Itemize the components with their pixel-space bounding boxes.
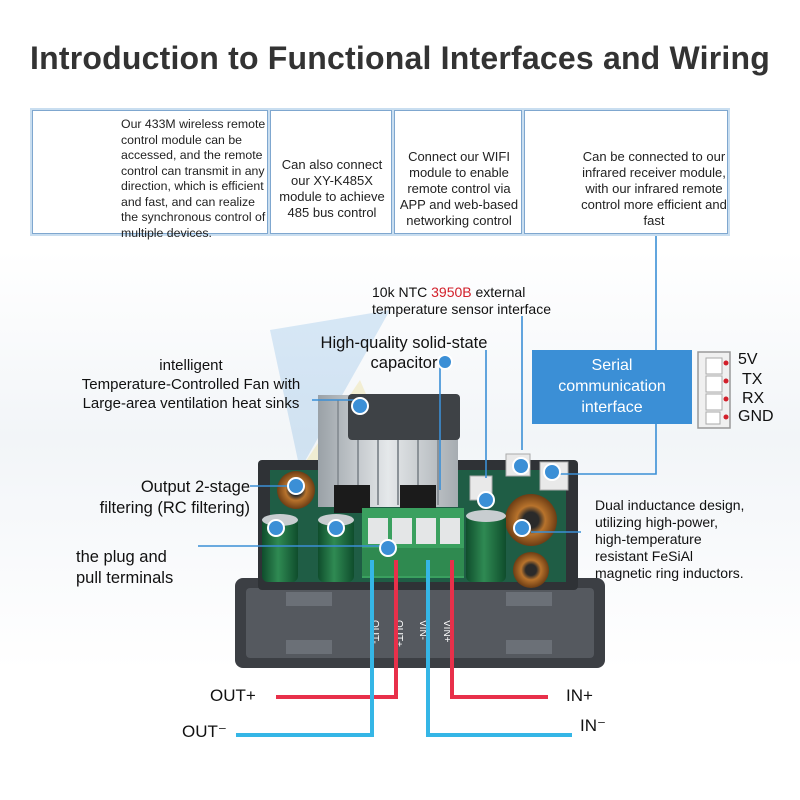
cooling-fan <box>348 394 460 440</box>
serial-connector <box>697 351 731 429</box>
terminal-marks: OUT- OUT+ VIN- VIN+ <box>369 620 452 647</box>
filter-label: Output 2-stage filtering (RC filtering) <box>60 477 250 519</box>
panel-433m-remote: Our 433M wireless remote control module … <box>32 110 268 240</box>
fan-line1: intelligent <box>159 357 223 374</box>
panel-rs485: Can also connect our XY-K485X module to … <box>270 110 392 234</box>
wire-in-minus <box>426 560 572 737</box>
ntc-model: 3950B <box>431 284 472 300</box>
callout-dots <box>267 354 561 557</box>
ind-line3: high-temperature <box>595 531 702 547</box>
pin-tx: TX <box>742 371 763 388</box>
wire-out-plus <box>276 560 398 699</box>
ntc-label: 10k NTC 3950B external temperature senso… <box>372 284 602 318</box>
capacitor-label: High-quality solid-state capacitor <box>320 334 488 372</box>
pin-rx: RX <box>742 390 765 407</box>
serial-interface-box: Serial communication interface <box>532 350 692 424</box>
leader-lines <box>198 236 657 547</box>
terminal-block <box>362 508 464 578</box>
ind-line1: Dual inductance design, <box>595 497 745 513</box>
terminal-mark-vin-minus: VIN- <box>417 620 428 640</box>
wire-in-plus <box>450 560 548 699</box>
panel-433m-text: Our 433M wireless remote control module … <box>121 117 266 240</box>
plug-line2: pull terminals <box>76 569 174 587</box>
filter-line2: filtering (RC filtering) <box>99 499 250 517</box>
panel-wifi-text: Connect our WIFI module to enable remote… <box>399 149 519 228</box>
ind-line2: utilizing high-power, <box>595 514 718 530</box>
wires <box>236 560 572 737</box>
serial-line2: communication <box>558 378 666 395</box>
pin-gnd: GND <box>738 408 774 425</box>
terminal-mark-out-plus: OUT+ <box>393 620 404 647</box>
heat-sink <box>318 394 460 513</box>
wire-label-out-minus: OUT⁻ <box>182 722 227 741</box>
wire-label-out-plus: OUT+ <box>210 686 256 705</box>
pin-5v: 5V <box>738 351 758 368</box>
serial-line3: interface <box>581 399 643 416</box>
panel-wifi: Connect our WIFI module to enable remote… <box>394 110 522 234</box>
inductor-label: Dual inductance design, utilizing high-p… <box>595 497 795 582</box>
filter-line1: Output 2-stage <box>140 478 250 496</box>
panel-infrared-text: Can be connected to our infrared receive… <box>581 149 727 228</box>
wire-label-in-plus: IN+ <box>566 686 593 705</box>
wire-label-in-minus: IN⁻ <box>580 716 606 735</box>
terminal-mark-out-minus: OUT- <box>369 620 380 644</box>
page-title: Introduction to Functional Interfaces an… <box>30 40 770 76</box>
fan-line2: Temperature-Controlled Fan with <box>81 376 301 393</box>
ntc-prefix: 10k NTC <box>372 284 432 300</box>
wire-out-minus <box>236 560 374 737</box>
panel-rs485-text: Can also connect our XY-K485X module to … <box>279 157 385 220</box>
panel-infrared: Can be connected to our infrared receive… <box>524 110 728 234</box>
serial-line1: Serial <box>591 357 633 374</box>
fan-label: intelligent Temperature-Controlled Fan w… <box>60 356 322 413</box>
ntc-line2: temperature sensor interface <box>372 301 551 317</box>
plug-line1: the plug and <box>76 548 167 566</box>
ind-line5: magnetic ring inductors. <box>595 565 744 581</box>
ind-line4: resistant FeSiAl <box>595 548 694 564</box>
ntc-suffix: external <box>471 284 526 300</box>
plug-terminals-label: the plug and pull terminals <box>76 547 206 589</box>
terminal-mark-vin-plus: VIN+ <box>441 620 452 643</box>
fan-line3: Large-area ventilation heat sinks <box>82 395 300 412</box>
